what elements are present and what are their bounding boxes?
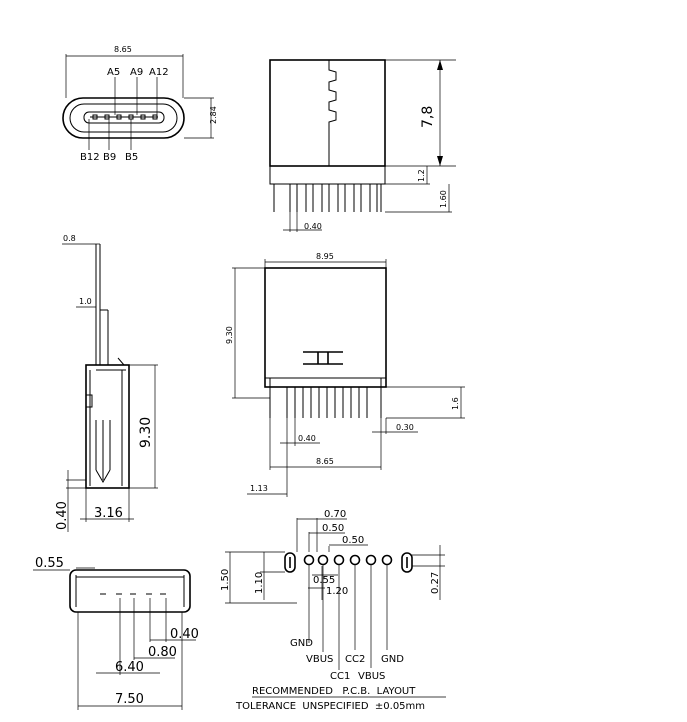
pcb-layout: 0.70 0.50 0.50 1.50 1.10 0.27 0.55 1.20 …	[220, 509, 446, 712]
side-pin-dim: 1.60	[439, 190, 448, 208]
signal-cc2: CC2	[345, 654, 365, 665]
front-contacts	[92, 114, 158, 120]
pcb-pads	[284, 552, 413, 573]
pin-label-b5: B5	[125, 152, 138, 163]
top-width-dim: 8.95	[316, 252, 334, 261]
pin-label-b9: B9	[103, 152, 116, 163]
tolerance-note: TOLERANCE UNSPECIFIED ±0.05mm	[235, 701, 425, 712]
top-slot-mark	[303, 351, 343, 365]
pcb-slot-dim: 0.27	[430, 572, 441, 594]
left-pcb-dim: 0.40	[55, 501, 70, 530]
signal-gnd-left: GND	[290, 638, 313, 649]
bottom-view: 0.55 0.40 0.80 6.40 7.50	[33, 556, 199, 710]
side-pins	[273, 184, 382, 212]
pin-label-a5: A5	[107, 67, 120, 78]
top-pin-dim: 1.6	[451, 397, 460, 410]
pcb-pitch-dim-1: 0.70	[324, 509, 346, 520]
pcb-height-dim-1: 1.50	[220, 569, 231, 591]
left-length-dim: 9.30	[138, 417, 154, 448]
signal-cc1: CC1	[330, 671, 350, 682]
signal-gnd-right: GND	[381, 654, 404, 665]
pcb-width-dim-1: 0.55	[313, 575, 335, 586]
pcb-height-dim-2: 1.10	[254, 572, 265, 594]
bottom-pin-dim: 0.40	[170, 627, 199, 642]
bottom-top-dim: 0.55	[35, 556, 64, 571]
top-offset-dim: 1.13	[250, 484, 268, 493]
bottom-total-dim: 7.50	[115, 692, 144, 707]
left-width-dim: 3.16	[94, 506, 123, 521]
top-view: 8.95 9.30 1.6 0.40 0.30 8.65 1.13	[225, 252, 465, 497]
signal-vbus-right: VBUS	[358, 671, 385, 682]
top-length-dim: 9.30	[225, 326, 234, 344]
bottom-inner-dim: 6.40	[115, 660, 144, 675]
pcb-layout-caption: RECOMMENDED P.C.B. LAYOUT	[252, 686, 416, 697]
side-length-dim: 7,8	[420, 106, 436, 128]
side-view: 7,8 1.2 1.60 0.40	[269, 59, 456, 232]
pcb-width-dim-2: 1.20	[326, 586, 348, 597]
left-view: 0.8 1.0 9.30 0.40 3.16	[55, 234, 158, 532]
pin-label-a9: A9	[130, 67, 143, 78]
front-width-dim: 8.65	[114, 45, 132, 54]
left-thickness-dim: 0.8	[63, 234, 76, 243]
side-pin-width-dim: 0.40	[304, 222, 322, 231]
front-view: 8.65 2.84 A5 A9 A12 B12 B9 B5	[62, 45, 218, 163]
pin-label-b12: B12	[80, 152, 100, 163]
top-pins	[269, 387, 382, 418]
side-shell-dim: 1.2	[417, 169, 426, 182]
top-pin-width-dim: 0.40	[298, 434, 316, 443]
top-edge-dim: 0.30	[396, 423, 414, 432]
left-pin-dim: 1.0	[79, 297, 92, 306]
front-height-dim: 2.84	[209, 106, 218, 124]
top-span-dim: 8.65	[316, 457, 334, 466]
bottom-mid-dim: 0.80	[148, 645, 177, 660]
signal-vbus-left: VBUS	[306, 654, 333, 665]
pin-label-a12: A12	[149, 67, 169, 78]
pcb-pitch-dim-3: 0.50	[342, 535, 364, 546]
pcb-pitch-dim-2: 0.50	[322, 523, 344, 534]
